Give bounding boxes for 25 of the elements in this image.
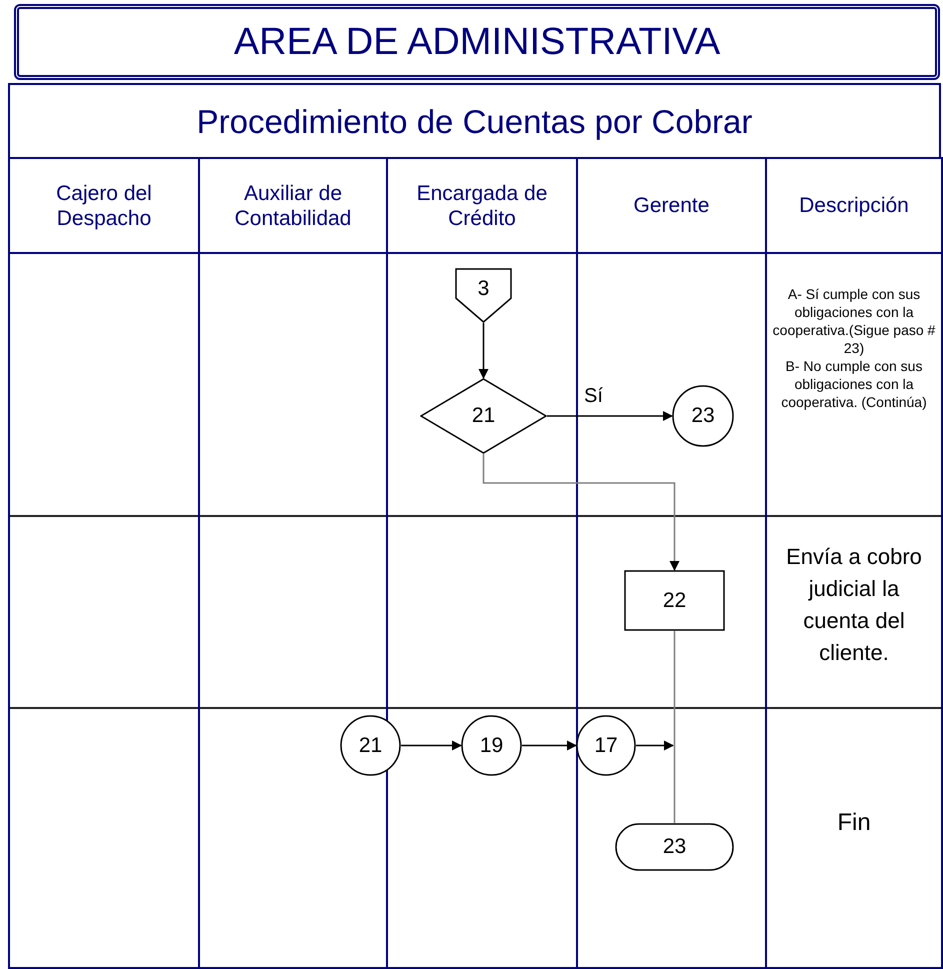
connector-circle: 19: [461, 715, 522, 776]
arrow: [522, 740, 577, 750]
terminator: 23: [615, 823, 734, 871]
arrow: [482, 454, 680, 571]
column-header: Cajero del Despacho: [55, 180, 153, 230]
arrow: [636, 740, 674, 750]
subtitle: Procedimiento de Cuentas por Cobrar: [196, 102, 752, 142]
connector-circle: 21: [340, 715, 401, 776]
connector-circle: 17: [576, 715, 636, 776]
description-text: B- No cumple con sus obligaciones con la cooperativa. (Continúa): [780, 357, 928, 411]
description-text: Envía a cobro judicial la cuenta del cliente.: [785, 543, 923, 667]
column-header: Auxiliar de Contabilidad: [234, 180, 352, 230]
arrow: [547, 411, 673, 421]
arrow: [401, 740, 462, 750]
decision-diamond: 21: [420, 378, 547, 454]
diagram-title: AREA DE ADMINISTRATIVA: [234, 23, 720, 61]
connector-circle: 23: [672, 385, 734, 447]
process-box: 22: [624, 570, 725, 631]
off-page-connector: 3: [455, 268, 512, 323]
column-header: Descripción: [799, 193, 909, 218]
column-header: Gerente: [634, 193, 710, 218]
description-text: Fin: [837, 808, 871, 838]
column-header: Encargada de Crédito: [416, 180, 548, 230]
description-text: A- Sí cumple con sus obligaciones con la cooperativa.(Sigue paso # 23): [772, 285, 936, 357]
arrow: [478, 323, 488, 379]
